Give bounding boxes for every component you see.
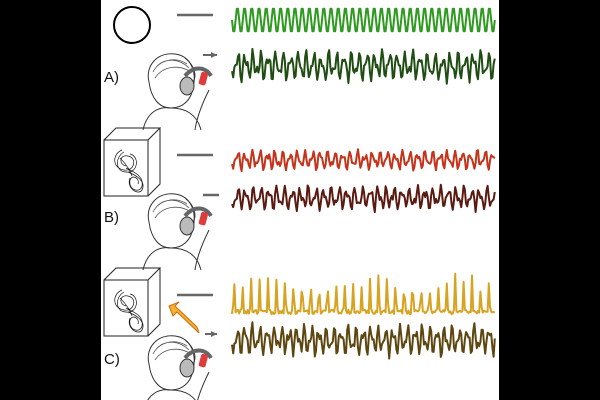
figure-svg: A) B) C) [103, 6, 496, 400]
panel-label-c: C) [104, 351, 120, 368]
waveform-c-top [231, 272, 496, 316]
attractor-icon [103, 267, 161, 337]
listener-icon [142, 193, 210, 271]
waveform-b-bottom [231, 183, 496, 214]
phone-icon [198, 353, 208, 368]
listener-icon [142, 53, 210, 131]
figure-panel: A) B) C) [101, 0, 499, 400]
feedback-arrow-icon [168, 301, 200, 334]
panel-label-a: A) [104, 69, 119, 86]
waveform-a-bottom [231, 47, 496, 85]
waveform-a-top [231, 7, 496, 33]
panel-b: B) [103, 127, 496, 271]
listener-icon [142, 335, 210, 400]
panel-a: A) [104, 6, 496, 131]
panel-label-b: B) [104, 209, 119, 226]
waveform-c-bottom [231, 321, 496, 360]
headphones-icon [183, 206, 213, 218]
waveform-b-top [231, 148, 496, 173]
headphones-icon [183, 66, 213, 78]
attractor-icon [103, 127, 161, 197]
headphones-icon [183, 348, 213, 360]
panel-c: C) [103, 267, 496, 400]
circle-icon [113, 6, 151, 44]
phone-icon [198, 71, 208, 86]
phone-icon [198, 211, 208, 226]
